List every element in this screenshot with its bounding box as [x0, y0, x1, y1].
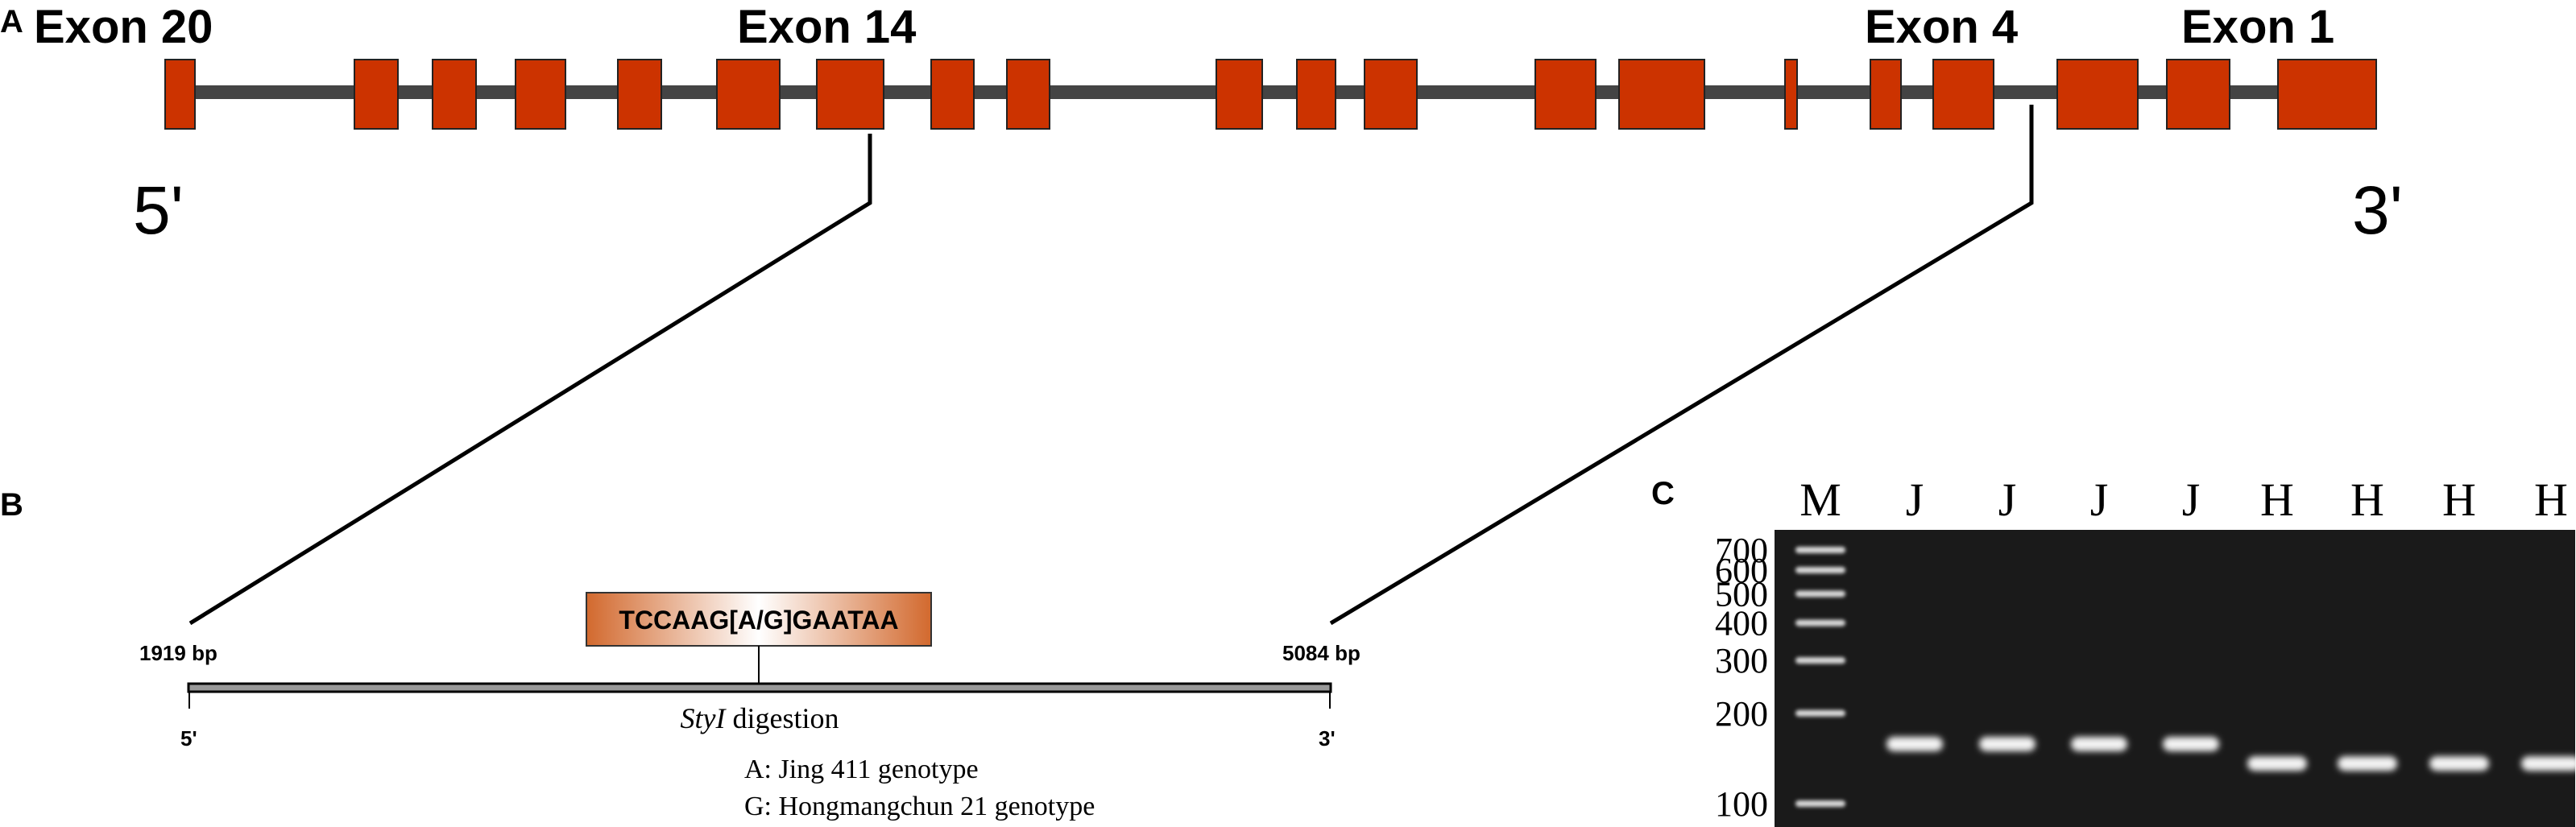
ladder-band	[1795, 590, 1845, 598]
gene-five-prime-label: 5'	[133, 172, 184, 248]
gel-ladder-bands	[1795, 547, 1845, 807]
sample-band	[2429, 756, 2489, 771]
gel-lane-label: H	[2350, 473, 2384, 526]
gene-three-prime-label: 3'	[2352, 172, 2403, 248]
exon-block	[1364, 59, 1418, 130]
exon-block	[816, 59, 884, 130]
exon-block	[1006, 59, 1050, 130]
exon-4-label: Exon 4	[1865, 1, 2018, 53]
ladder-band	[1795, 566, 1845, 573]
exon-block	[164, 59, 196, 130]
gel-lane-label: J	[1906, 473, 1924, 526]
ladder-band	[1795, 709, 1845, 717]
region-end-label: 5084 bp	[1282, 641, 1360, 665]
exon-20-label: Exon 20	[34, 1, 213, 53]
snp-sequence: TCCAAG[A/G]GAATAA	[619, 606, 898, 635]
region-three-prime-label: 3'	[1319, 726, 1336, 751]
exon-14-label: Exon 14	[737, 1, 916, 53]
gel-lane-label: H	[2442, 473, 2476, 526]
gel-lane-label: J	[2182, 473, 2201, 526]
digestion-label: StyI digestion	[681, 702, 839, 734]
gel-sample-bands	[1886, 736, 2576, 771]
gel-lane-label: J	[1998, 473, 2017, 526]
sample-band	[1886, 736, 1943, 751]
exon-block	[2277, 59, 2377, 130]
gel-lane-label: M	[1799, 473, 1841, 526]
exon-block	[432, 59, 477, 130]
snp-sequence-box	[586, 592, 932, 647]
sample-band	[2338, 756, 2397, 771]
exon-block	[1296, 59, 1336, 130]
ladder-size-label: 700	[1715, 531, 1768, 570]
ladder-band	[1795, 547, 1845, 553]
gel-lane-label: H	[2260, 473, 2294, 526]
sample-band	[2247, 756, 2307, 771]
ladder-band	[1795, 657, 1845, 664]
exon-block	[1618, 59, 1705, 130]
ladder-size-label: 400	[1715, 604, 1768, 643]
gel-lane-label: J	[2090, 473, 2109, 526]
exon-block	[2056, 59, 2139, 130]
exon-block	[1534, 59, 1597, 130]
exon-block	[354, 59, 399, 130]
ladder-size-label: 600	[1715, 551, 1768, 590]
exon-block	[930, 59, 975, 130]
exon-block	[1870, 59, 1902, 130]
ladder-band	[1795, 619, 1845, 626]
sample-band	[1979, 736, 2036, 751]
ladder-size-label: 300	[1715, 641, 1768, 680]
digestion-word: digestion	[725, 702, 839, 734]
intron-line	[165, 85, 2376, 99]
panel-b-label: B	[0, 487, 23, 523]
gel-lane-label: H	[2534, 473, 2568, 526]
region-five-prime-label: 5'	[180, 726, 197, 751]
exon-block	[716, 59, 781, 130]
region-start-label: 1919 bp	[139, 641, 217, 665]
ladder-band	[1795, 800, 1845, 807]
gel-image	[1775, 530, 2575, 827]
genotype-legend-a: A: Jing 411 genotype	[744, 755, 979, 784]
exon-block	[1784, 59, 1798, 130]
exon-block	[1216, 59, 1263, 130]
panel-a-label: A	[0, 4, 23, 39]
exon-block	[1932, 59, 1994, 130]
sample-band	[2521, 756, 2576, 771]
genotype-legend-g: G: Hongmangchun 21 genotype	[744, 792, 1095, 821]
exon-block	[2166, 59, 2230, 130]
zoom-line-exon4	[1329, 105, 2034, 626]
panel-c-label: C	[1651, 476, 1675, 511]
exon-block	[617, 59, 662, 130]
exon-blocks	[164, 59, 2377, 130]
region-bar	[187, 682, 1332, 693]
ladder-size-label: 500	[1715, 574, 1768, 614]
ladder-size-label: 100	[1715, 784, 1768, 824]
zoom-line-exon14	[188, 134, 872, 626]
sample-band	[2163, 736, 2219, 751]
digestion-enzyme: StyI	[681, 702, 727, 734]
exon-1-label: Exon 1	[2181, 1, 2334, 53]
ladder-size-label: 200	[1715, 694, 1768, 734]
exon-block	[515, 59, 566, 130]
sample-band	[2071, 736, 2127, 751]
